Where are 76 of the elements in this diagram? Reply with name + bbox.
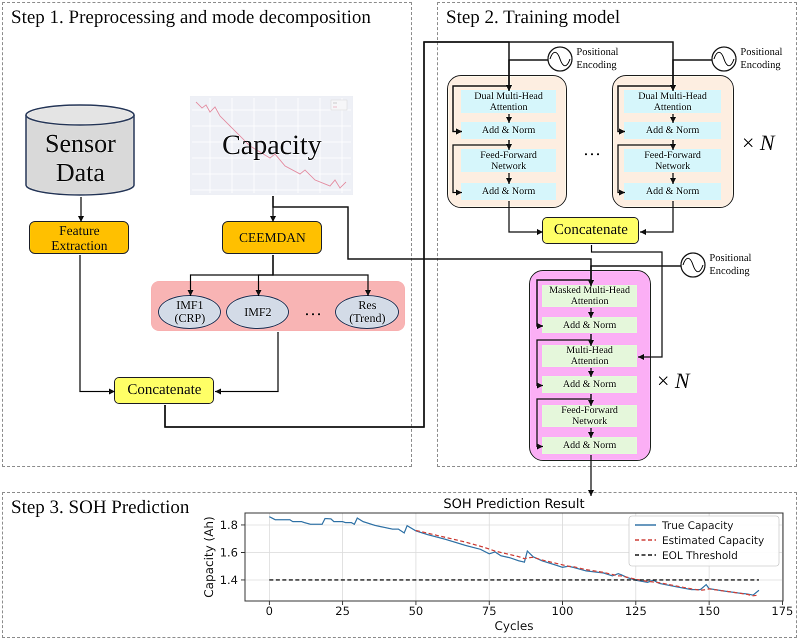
arrow — [536, 265, 681, 329]
step-panel — [437, 2, 797, 467]
rounded-panel — [529, 270, 652, 462]
process-box: Feature Extraction — [29, 221, 130, 254]
process-box: Concatenate — [114, 377, 214, 404]
layer-box: Dual Multi-Head Attention — [461, 90, 556, 114]
chart-title: SOH Prediction Result — [444, 497, 586, 512]
axis-title: Cycles — [494, 619, 534, 634]
layer-box: Add & Norm — [461, 183, 556, 200]
node-label: Positional Encoding — [740, 46, 784, 72]
mode-ellipse: Res (Trend) — [335, 295, 400, 330]
rounded-panel — [612, 75, 734, 208]
layer-box: Feed-Forward Network — [624, 149, 722, 172]
panel-title: Step 2. Training model — [446, 7, 620, 29]
tick-label: 1.4 — [220, 573, 238, 588]
tick-label: 125 — [625, 604, 648, 618]
arrow — [588, 428, 594, 438]
ellipsis-label: … — [303, 302, 323, 321]
arrow — [506, 114, 512, 123]
layer-box: Add & Norm — [542, 376, 638, 394]
arrow — [452, 59, 548, 134]
tick-label: 50 — [409, 604, 424, 618]
repeat-label: × N — [657, 367, 692, 395]
plot-thumbnail — [190, 96, 354, 196]
node-label: Sensor Data — [45, 129, 116, 188]
arrow — [536, 394, 592, 450]
step-panel — [2, 2, 412, 467]
arrow — [617, 140, 674, 196]
mode-ellipse: IMF2 — [226, 295, 290, 330]
arrow — [670, 114, 676, 123]
arrow — [588, 368, 594, 377]
arrow — [640, 201, 674, 235]
node-label: Positional Encoding — [576, 46, 620, 72]
process-box: Concatenate — [542, 217, 640, 244]
tick-label: 150 — [698, 604, 720, 618]
group-band — [151, 281, 406, 332]
tick-label: 1.8 — [220, 518, 238, 532]
tick-label: 25 — [336, 604, 350, 618]
arrow — [78, 197, 84, 222]
arrow — [272, 255, 371, 296]
layer-box: Masked Multi-Head Attention — [542, 285, 638, 308]
mode-ellipse: IMF1 (CRP) — [158, 295, 222, 330]
layer-box: Feed-Forward Network — [542, 405, 638, 428]
arrow — [215, 332, 279, 394]
arrow — [617, 59, 712, 134]
layer-box: Add & Norm — [461, 122, 556, 140]
layer-box: Add & Norm — [624, 122, 722, 140]
layer-box: Multi-Head Attention — [542, 345, 638, 368]
rounded-panel — [447, 75, 568, 208]
panel-title: Step 1. Preprocessing and mode decomposition — [11, 7, 371, 29]
arrow — [79, 255, 115, 394]
ellipsis-label: … — [582, 142, 602, 161]
tick-label: 100 — [552, 604, 574, 618]
layer-box: Add & Norm — [624, 183, 722, 200]
tick-label: 1.6 — [220, 546, 238, 560]
arrow — [590, 245, 663, 360]
arrow — [536, 334, 592, 388]
arrow — [588, 308, 594, 318]
layer-box: Add & Norm — [542, 437, 638, 454]
layer-box: Add & Norm — [542, 317, 638, 334]
repeat-label: × N — [742, 129, 776, 157]
tick-label: 75 — [482, 604, 497, 618]
layer-box: Feed-Forward Network — [461, 149, 556, 172]
panel-title: Step 3. SOH Prediction — [11, 497, 190, 519]
tick-label: 175 — [772, 604, 794, 618]
arrow — [506, 173, 512, 184]
thumbnail-label: Capacity — [222, 130, 322, 162]
node-label: Positional Encoding — [709, 252, 752, 278]
tick-label: 0 — [266, 604, 274, 618]
arrow — [452, 140, 510, 196]
arrow — [508, 201, 543, 235]
axis-title: Capacity (Ah) — [202, 516, 216, 598]
arrow — [588, 455, 594, 496]
process-box: CEEMDAN — [222, 221, 322, 254]
arrow — [670, 173, 676, 184]
layer-box: Dual Multi-Head Attention — [624, 90, 722, 114]
